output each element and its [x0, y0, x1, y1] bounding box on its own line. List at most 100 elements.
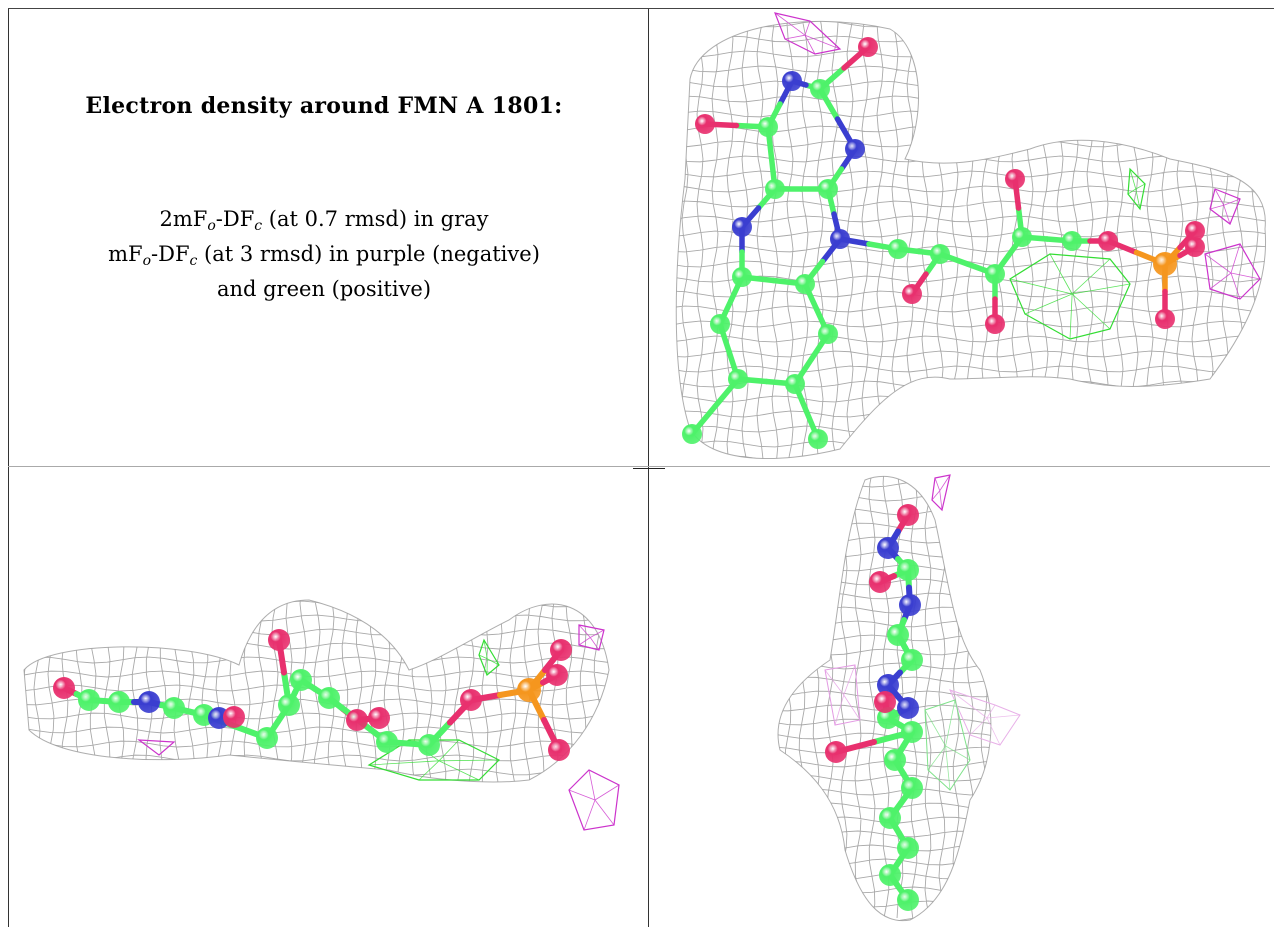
atom-P-27	[1153, 252, 1177, 276]
atom-C-17	[897, 889, 919, 911]
atom-C-25	[1062, 231, 1082, 251]
atom-O-18	[874, 691, 896, 713]
atom-N-9	[830, 229, 850, 249]
fmn-ligand-bottom-right	[825, 504, 923, 911]
density-positive-cage-2-inner	[1009, 253, 1131, 340]
density-2fofc-mesh-outline	[23, 599, 610, 783]
atom-C-17	[808, 429, 828, 449]
atom-O-20	[546, 664, 568, 686]
density-negative-cage-2-inner	[568, 769, 620, 831]
caption-line2-rest: (at 3 rmsd) in purple (negative)	[197, 242, 540, 266]
atom-C-4	[163, 697, 185, 719]
fmn-view-top-right	[650, 9, 1276, 465]
density-2fofc-mesh-lines	[676, 21, 1266, 459]
fmn-ligand-top-right	[682, 37, 1205, 449]
grid-middle-divider-tick	[633, 468, 665, 469]
grid-top-border	[8, 8, 1274, 9]
atom-C-11	[795, 274, 815, 294]
atom-O-14	[368, 707, 390, 729]
density-negative-cage-2	[568, 769, 620, 831]
atom-N-4	[899, 594, 921, 616]
atom-C-14	[879, 807, 901, 829]
grid-center-divider	[648, 8, 649, 927]
atom-C-11	[290, 669, 312, 691]
fmn-view-bottom-right-svg	[777, 474, 1021, 922]
density-negative-cage-2	[1209, 188, 1241, 225]
atom-C-0	[810, 79, 830, 99]
density-2fofc-mesh-outline	[777, 475, 992, 922]
atom-N-7	[877, 674, 899, 696]
caption-line2-a: mF	[108, 242, 143, 266]
atom-O-29	[1185, 237, 1205, 257]
caption-line2-b-sub: c	[189, 253, 198, 269]
atom-C-14	[728, 369, 748, 389]
atom-C-9	[278, 694, 300, 716]
atom-O-3	[869, 571, 891, 593]
atom-O-7	[223, 706, 245, 728]
atom-C-21	[985, 264, 1005, 284]
atom-C-1	[78, 689, 100, 711]
caption-line-fofc: mFo-DFc (at 3 rmsd) in purple (negative)	[0, 240, 648, 276]
density-positive-cage-2	[1009, 253, 1131, 340]
density-negative-cage-1-inner	[578, 624, 605, 651]
atom-C-18	[888, 239, 908, 259]
atom-C-12	[884, 749, 906, 771]
density-negative-cage-3	[1204, 243, 1261, 300]
atom-C-8	[256, 727, 278, 749]
atom-C-19	[930, 244, 950, 264]
fmn-view-bottom-left-svg	[23, 599, 620, 831]
atom-O-4	[695, 114, 715, 134]
atom-N-3	[138, 691, 160, 713]
atom-O-20	[902, 284, 922, 304]
atom-O-30	[1155, 309, 1175, 329]
atom-N-8	[897, 697, 919, 719]
density-negative-cage-2-inner	[1209, 188, 1241, 225]
grid-left-border	[8, 8, 9, 927]
atom-C-6	[765, 179, 785, 199]
atom-N-8	[732, 217, 752, 237]
atom-O-24	[1005, 169, 1025, 189]
caption-line1-a-sub: o	[207, 218, 216, 234]
atom-N-2	[782, 71, 802, 91]
atom-C-15	[785, 374, 805, 394]
caption-panel: Electron density around FMN A 1801: 2mFo…	[0, 0, 648, 466]
atom-C-16	[682, 424, 702, 444]
atom-N-1	[877, 537, 899, 559]
caption-line-colors: and green (positive)	[216, 277, 432, 301]
density-positive-cage-1-inner	[924, 699, 971, 791]
atom-C-16	[418, 734, 440, 756]
caption-line1-b: -DF	[215, 207, 255, 231]
atom-O-22	[985, 314, 1005, 334]
density-negative-cage-3	[137, 739, 176, 756]
atom-C-12	[710, 314, 730, 334]
atom-C-7	[818, 179, 838, 199]
density-2fofc-mesh-lines	[778, 476, 991, 921]
atom-O-28	[1185, 221, 1205, 241]
fmn-view-bottom-right	[650, 470, 1276, 927]
atom-C-12	[318, 687, 340, 709]
atom-C-5	[887, 624, 909, 646]
density-positive-cage-1	[924, 699, 971, 791]
fmn-view-bottom-left	[9, 470, 647, 927]
atom-C-15	[897, 837, 919, 859]
density-negative-cage-3	[949, 689, 1021, 746]
atom-C-2	[108, 691, 130, 713]
density-negative-cage-1	[774, 12, 842, 55]
density-negative-cage-1-inner	[931, 474, 951, 511]
atom-N-5	[845, 139, 865, 159]
grid-middle-divider	[8, 466, 1270, 467]
density-2fofc-mesh-outline	[675, 20, 1267, 459]
density-2fofc-mesh	[676, 21, 1266, 459]
caption-title: Electron density around FMN A 1801:	[85, 93, 563, 119]
atom-O-26	[1098, 231, 1118, 251]
density-positive-cage-1-inner	[1127, 168, 1146, 210]
atom-O-11	[825, 741, 847, 763]
atom-C-13	[901, 777, 923, 799]
atom-O-1	[858, 37, 878, 57]
atom-O-0	[53, 677, 75, 699]
atom-C-2	[897, 559, 919, 581]
caption-line1-b-sub: c	[254, 218, 263, 234]
atom-C-15	[376, 731, 398, 753]
atom-C-23	[1012, 227, 1032, 247]
